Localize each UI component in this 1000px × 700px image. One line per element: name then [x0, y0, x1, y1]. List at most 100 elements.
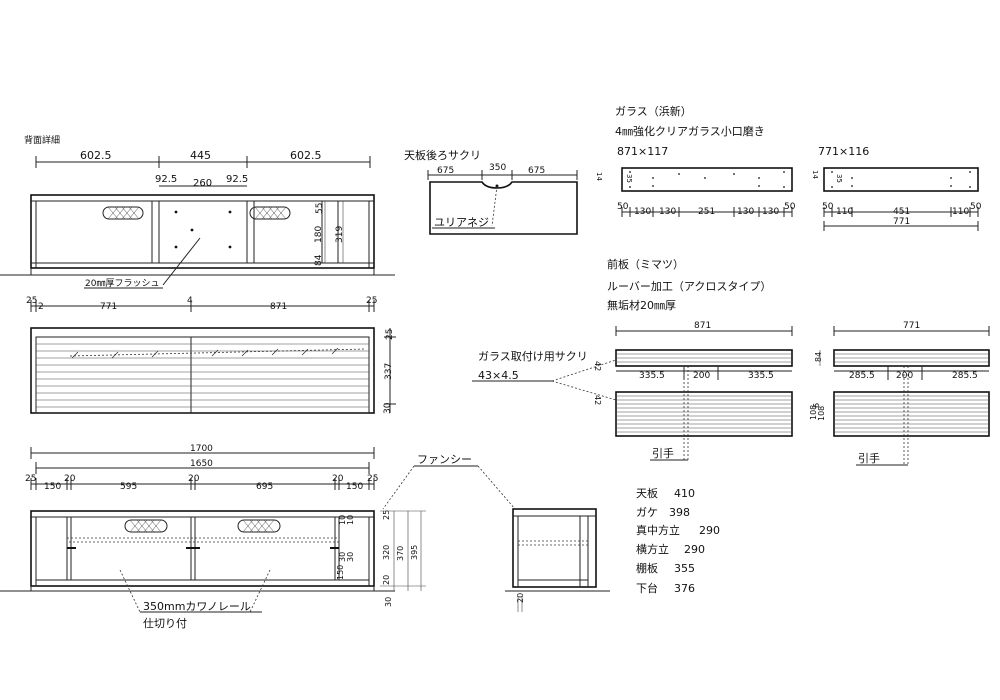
board-height-108-left: 108: [809, 405, 818, 420]
dim-20-b: 20: [188, 474, 200, 484]
glass-a-side: 14: [595, 172, 603, 181]
dim-602-left: 602.5: [80, 149, 112, 162]
glass-a-d2: 130: [659, 207, 676, 217]
glass-section: ガラス（浜新） 4㎜強化クリアガラス小口磨き 871×117 771×116 1…: [595, 104, 982, 231]
part-value: 410: [674, 487, 695, 500]
board-a-height-42: 42: [593, 361, 602, 371]
dim-150: 150: [336, 565, 345, 580]
dim-350: 350: [489, 163, 506, 173]
handle-a: 引手: [652, 446, 674, 460]
dim-84: 84: [314, 254, 324, 266]
board-height-108-right: 108: [817, 406, 826, 421]
side-view: ファンシー 20: [382, 453, 610, 612]
dim-25-right: 25: [366, 296, 377, 306]
part-name: 横方立: [636, 542, 669, 556]
dim-395: 395: [410, 545, 419, 560]
glass-size-a: 871×117: [617, 145, 668, 158]
glass-a-d6: 50: [784, 202, 796, 212]
glass-b-inner: 35: [835, 174, 843, 183]
board-a-d2: 335.5: [748, 371, 774, 381]
glass-spec: 4㎜強化クリアガラス小口磨き: [615, 124, 765, 138]
dim-20-side: 20: [516, 593, 525, 603]
dim-445: 445: [190, 149, 211, 162]
dim-1700: 1700: [190, 444, 213, 454]
fancy-label: ファンシー: [417, 453, 472, 466]
dim-20-c: 20: [332, 474, 344, 484]
glass-b-d3: 110: [952, 207, 969, 217]
dim-30-side: 30: [383, 402, 393, 414]
louver-spec: ルーバー加工（アクロスタイプ）: [607, 280, 771, 293]
dim-25-b: 25: [367, 474, 378, 484]
glass-a-d1: 130: [634, 207, 651, 217]
glass-b-d0: 50: [822, 202, 834, 212]
part-name: 真中方立: [636, 523, 680, 537]
glass-b-d2: 451: [893, 207, 910, 217]
handle-b: 引手: [858, 451, 880, 465]
dim-25-side: 25: [385, 329, 395, 340]
dim-4: 4: [187, 296, 193, 306]
dim-92-left: 92.5: [155, 174, 177, 185]
front-board-title: 前板（ミマツ）: [607, 257, 684, 271]
dim-260: 260: [193, 178, 212, 189]
dim-10-b: 10: [338, 515, 347, 525]
glass-a-d4: 130: [737, 207, 754, 217]
dim-25-left: 25: [26, 296, 37, 306]
front-board-section: 前板（ミマツ） ルーバー加工（アクロスタイプ） 無垢材20㎜厚 871 771 …: [472, 257, 990, 466]
dim-10-a: 10: [346, 515, 355, 525]
top-board-back-title: 天板後ろサクリ: [404, 148, 481, 162]
dim-771: 771: [100, 302, 117, 312]
dim-25-c: 25: [382, 510, 391, 520]
glass-title: ガラス（浜新）: [615, 104, 692, 118]
glass-a-inner: 35: [625, 174, 633, 183]
dim-602-right: 602.5: [290, 149, 322, 162]
dim-319: 319: [335, 226, 345, 243]
dim-370: 370: [396, 546, 405, 561]
part-value: 376: [674, 582, 695, 595]
board-b-d1: 200: [896, 371, 913, 381]
dim-55: 55: [315, 203, 325, 214]
dim-20-a: 20: [64, 474, 76, 484]
groove-size: 43×4.5: [478, 369, 519, 382]
dim-30-bottom: 30: [384, 597, 393, 607]
dim-180: 180: [314, 226, 324, 243]
dim-595: 595: [120, 482, 137, 492]
part-value: 398: [669, 506, 690, 519]
board-a-gap-42: 42: [593, 395, 602, 405]
board-small-6: 6: [812, 403, 821, 408]
dim-320: 320: [382, 545, 391, 560]
board-b-width: 771: [903, 321, 920, 331]
top-plan-view: 25 2 771 4 871 25 25 337 30: [26, 296, 396, 414]
glass-b-total: 771: [893, 217, 910, 227]
glass-b-d4: 50: [970, 202, 982, 212]
dim-30-b: 30: [346, 552, 355, 562]
glass-a-d3: 251: [698, 207, 715, 217]
glass-b-side: 14: [811, 170, 819, 179]
dim-675-left: 675: [437, 166, 454, 176]
glass-b-d1: 110: [836, 207, 853, 217]
back-detail-view: 背面詳細 602.5 445 602.5 92.5 260 92.5: [0, 134, 395, 289]
dim-337: 337: [384, 363, 394, 380]
dim-92-right: 92.5: [226, 174, 248, 185]
dim-150-a: 150: [44, 482, 61, 492]
parts-list: 天板 410 ガケ 398 真中方立 290 横方立 290 棚板 355 下台…: [636, 486, 720, 595]
back-detail-title: 背面詳細: [24, 134, 60, 146]
part-name: 棚板: [636, 561, 658, 575]
glass-a-d0: 50: [617, 202, 629, 212]
glass-a-d5: 130: [762, 207, 779, 217]
dim-1650: 1650: [190, 459, 213, 469]
rail-label-partition: 仕切り付: [143, 617, 187, 630]
glass-size-b: 771×116: [818, 145, 869, 158]
board-height-84: 84: [814, 352, 823, 362]
board-b-d0: 285.5: [849, 371, 875, 381]
dim-20-d: 20: [382, 575, 391, 585]
top-board-back-view: 天板後ろサクリ 675 350 675 ユリアネジ: [404, 148, 578, 235]
dim-871: 871: [270, 302, 287, 312]
material-spec: 無垢材20㎜厚: [607, 298, 676, 312]
board-b-d2: 285.5: [952, 371, 978, 381]
part-value: 355: [674, 562, 695, 575]
rail-label: 350mmカワノレール: [143, 600, 251, 613]
board-a-d0: 335.5: [639, 371, 665, 381]
dim-2: 2: [38, 302, 44, 312]
flush-label: 20㎜厚フラッシュ: [85, 278, 159, 289]
